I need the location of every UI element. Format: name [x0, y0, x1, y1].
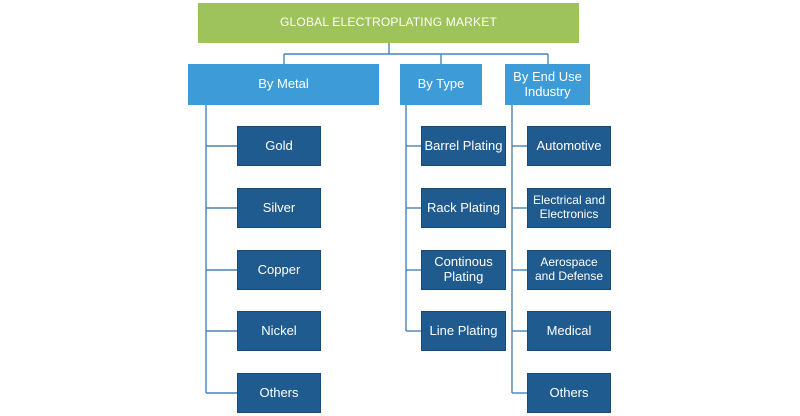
leaf-label: Nickel [261, 322, 297, 338]
category-label: By Type [417, 76, 465, 92]
leaf-barrel-plating: Barrel Plating [421, 126, 506, 166]
leaf-continous-plating: Continous Plating [421, 250, 506, 290]
category-label: By Metal [258, 76, 309, 92]
leaf-gold: Gold [237, 126, 321, 166]
leaf-silver: Silver [237, 188, 321, 228]
leaf-others-metal: Others [237, 373, 321, 413]
leaf-label: Line Plating [429, 322, 498, 338]
leaf-label: Silver [262, 199, 296, 215]
category-by-type: By Type [400, 64, 482, 105]
category-by-end-use-industry: By End Use Industry [505, 64, 590, 105]
leaf-rack-plating: Rack Plating [421, 188, 506, 228]
leaf-electrical-and-electronics: Electrical and Electronics [527, 188, 611, 228]
leaf-label: Gold [265, 137, 293, 153]
leaf-label: Copper [257, 261, 301, 277]
leaf-label: Continous Plating [434, 254, 493, 284]
leaf-label: Rack Plating [427, 199, 500, 215]
leaf-others-end-use: Others [527, 373, 611, 413]
leaf-label: Others [549, 384, 589, 400]
root-label: GLOBAL ELECTROPLATING MARKET [280, 15, 497, 30]
leaf-automotive: Automotive [527, 126, 611, 166]
leaf-copper: Copper [237, 250, 321, 290]
category-by-metal: By Metal [188, 64, 379, 105]
leaf-label: Medical [546, 322, 592, 338]
root-node: GLOBAL ELECTROPLATING MARKET [198, 3, 579, 43]
leaf-label: Automotive [536, 137, 602, 153]
leaf-label: Barrel Plating [424, 137, 503, 153]
leaf-aerospace-and-defense: Aerospace and Defense [527, 250, 611, 290]
leaf-label: Aerospace and Defense [534, 255, 604, 283]
leaf-label: Others [259, 384, 299, 400]
leaf-nickel: Nickel [237, 311, 321, 351]
leaf-label: Electrical and Electronics [532, 193, 606, 221]
category-label: By End Use Industry [513, 68, 582, 99]
leaf-medical: Medical [527, 311, 611, 351]
leaf-line-plating: Line Plating [421, 311, 506, 351]
